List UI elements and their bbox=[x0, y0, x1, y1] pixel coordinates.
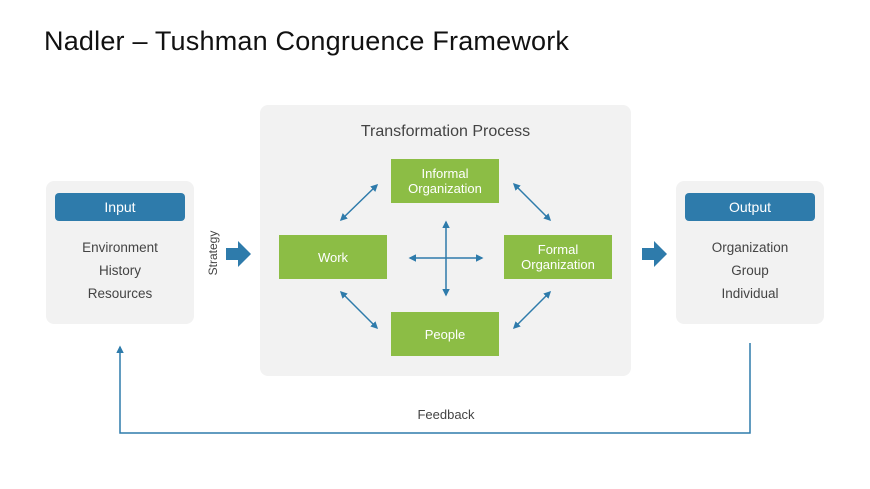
page-title: Nadler – Tushman Congruence Framework bbox=[44, 26, 570, 56]
arrow-work-people bbox=[339, 290, 379, 330]
strategy-block-arrow bbox=[226, 241, 251, 267]
input-item-environment: Environment bbox=[82, 240, 158, 255]
input-item-history: History bbox=[98, 263, 141, 278]
work-box: Work bbox=[279, 235, 387, 279]
output-list: Organization Group Individual bbox=[676, 236, 824, 305]
formal-line-2: Organization bbox=[521, 257, 595, 272]
informal-line-2: Organization bbox=[408, 181, 482, 196]
output-item-organization: Organization bbox=[711, 240, 789, 255]
output-item-group: Group bbox=[731, 263, 769, 278]
transformation-title: Transformation Process bbox=[360, 123, 531, 140]
arrow-formal-people bbox=[512, 290, 552, 330]
feedback-loop-line bbox=[116, 343, 751, 434]
output-header: Output bbox=[685, 193, 815, 221]
arrow-work-informal bbox=[339, 183, 379, 222]
feedback-label: Feedback bbox=[417, 407, 475, 422]
input-list: Environment History Resources bbox=[46, 236, 194, 305]
arrow-informal-formal bbox=[512, 182, 552, 222]
input-header: Input bbox=[55, 193, 185, 221]
people-box: People bbox=[391, 312, 499, 356]
output-block-arrow bbox=[642, 241, 667, 267]
output-item-individual: Individual bbox=[721, 286, 779, 301]
input-item-resources: Resources bbox=[87, 286, 153, 301]
formal-line-1: Formal bbox=[537, 242, 579, 257]
informal-line-1: Informal bbox=[421, 166, 469, 181]
